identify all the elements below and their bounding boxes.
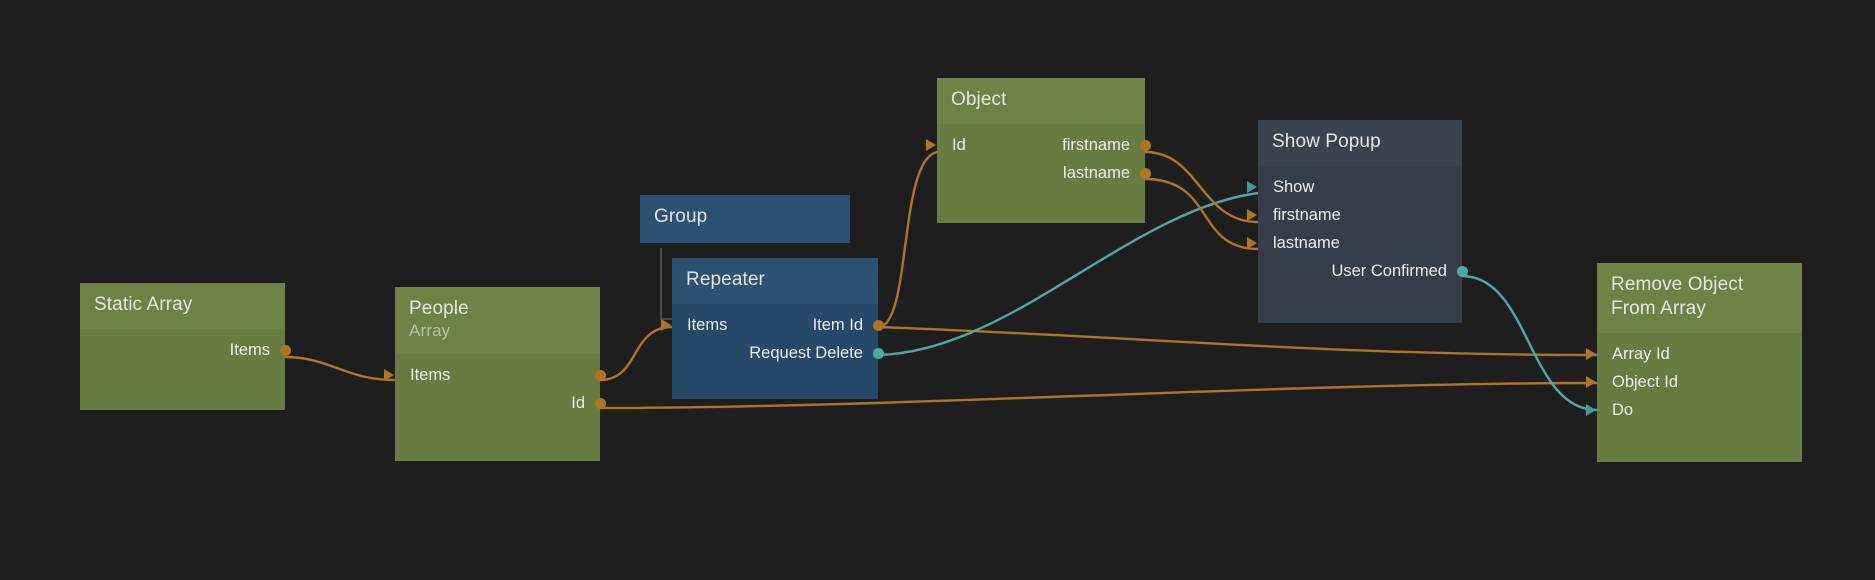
node-object[interactable]: Object Id firstname lastname: [926, 78, 1151, 223]
output-port-request-delete-dot[interactable]: [872, 347, 884, 359]
output-port-lastname-dot[interactable]: [1139, 167, 1151, 179]
port-row-static-array-items[interactable]: Items: [80, 336, 291, 364]
port-row-remove-object-id[interactable]: Object Id: [1586, 368, 1802, 396]
port-label-id: Id: [571, 393, 585, 412]
port-label-firstname: firstname: [1273, 205, 1341, 224]
port-label-items: Items: [410, 365, 451, 384]
node-people-title: People Array: [395, 287, 600, 354]
port-row-object-lastname[interactable]: lastname: [937, 159, 1151, 187]
port-row-people-id[interactable]: Id: [395, 389, 606, 417]
node-repeater-title: Repeater: [672, 258, 878, 304]
port-row-show-popup-lastname[interactable]: lastname: [1247, 229, 1462, 257]
node-remove-object-from-array-title: Remove Object From Array: [1597, 263, 1802, 333]
port-row-repeater-request-delete[interactable]: Request Delete: [672, 339, 884, 367]
wire-repeater-itemid-to-object-id: [876, 150, 939, 329]
node-remove-object-from-array-body: Array Id Object Id Do: [1586, 333, 1802, 462]
port-row-show-popup-user-confirmed[interactable]: User Confirmed: [1258, 257, 1468, 285]
node-static-array-title: Static Array: [80, 283, 285, 329]
node-group[interactable]: Group: [640, 195, 850, 243]
node-show-popup-body: Show firstname lastname User Confirmed: [1247, 166, 1468, 323]
group-tree-line-vertical: [660, 248, 662, 320]
node-people-body: Items Id: [384, 354, 606, 461]
wire-repeater-itemid-to-remove-array-id: [876, 325, 1599, 357]
node-show-popup[interactable]: Show Popup Show firstname lastname User …: [1247, 120, 1468, 323]
input-port-array-id-arrow[interactable]: [1586, 348, 1596, 360]
input-port-lastname-arrow[interactable]: [1247, 237, 1257, 249]
wire-people-items-to-repeater-items: [598, 325, 674, 382]
port-row-repeater-items[interactable]: Items Item Id: [661, 311, 884, 339]
wire-showpopup-userconfirmed-to-remove-do: [1460, 274, 1599, 412]
node-people[interactable]: People Array Items Id: [384, 287, 606, 461]
input-port-items-arrow[interactable]: [384, 369, 394, 381]
input-port-items-arrow[interactable]: [661, 319, 671, 331]
wire-static-array-items-to-people-items: [283, 355, 397, 382]
port-row-remove-do[interactable]: Do: [1586, 396, 1802, 424]
node-object-body: Id firstname lastname: [926, 124, 1151, 223]
port-label-item-id: Item Id: [812, 315, 863, 334]
input-port-id-arrow[interactable]: [926, 139, 936, 151]
node-group-title: Group: [640, 195, 850, 243]
port-label-firstname: firstname: [1062, 135, 1130, 154]
port-label-items: Items: [687, 315, 728, 334]
port-label-object-id: Object Id: [1612, 372, 1679, 391]
node-remove-object-from-array[interactable]: Remove Object From Array Array Id Object…: [1586, 263, 1802, 462]
node-repeater[interactable]: Repeater Items Item Id Request Delete: [661, 258, 884, 399]
port-label-items: Items: [229, 340, 270, 359]
node-people-title-text: People: [409, 298, 469, 319]
port-label-user-confirmed: User Confirmed: [1331, 261, 1447, 280]
port-label-show: Show: [1273, 177, 1315, 196]
wire-object-firstname-to-showpopup-firstname: [1143, 150, 1260, 224]
node-static-array[interactable]: Static Array Items: [80, 283, 291, 410]
port-label-array-id: Array Id: [1612, 344, 1670, 363]
wire-object-lastname-to-showpopup-lastname: [1143, 177, 1260, 251]
port-label-lastname: lastname: [1063, 163, 1130, 182]
input-port-object-id-arrow[interactable]: [1586, 376, 1596, 388]
port-label-id: Id: [952, 135, 966, 154]
output-port-id-dot[interactable]: [594, 397, 606, 409]
node-repeater-body: Items Item Id Request Delete: [661, 304, 884, 399]
node-object-title: Object: [937, 78, 1145, 124]
node-people-subtitle: Array: [409, 321, 451, 340]
output-port-user-confirmed-dot[interactable]: [1456, 265, 1468, 277]
input-port-show-arrow[interactable]: [1247, 181, 1257, 193]
node-show-popup-title: Show Popup: [1258, 120, 1462, 166]
port-row-people-items[interactable]: Items: [384, 361, 606, 389]
output-port-items-dot[interactable]: [279, 344, 291, 356]
port-label-lastname: lastname: [1273, 233, 1340, 252]
port-label-do: Do: [1612, 400, 1634, 419]
output-port-items-dot[interactable]: [594, 369, 606, 381]
port-row-show-popup-firstname[interactable]: firstname: [1247, 201, 1462, 229]
port-row-object-id[interactable]: Id firstname: [926, 131, 1151, 159]
input-port-firstname-arrow[interactable]: [1247, 209, 1257, 221]
output-port-item-id-dot[interactable]: [872, 319, 884, 331]
port-row-remove-array-id[interactable]: Array Id: [1586, 340, 1802, 368]
port-label-request-delete: Request Delete: [749, 343, 863, 362]
node-static-array-body: Items: [80, 329, 291, 410]
output-port-firstname-dot[interactable]: [1139, 139, 1151, 151]
port-row-show-popup-show[interactable]: Show: [1247, 173, 1462, 201]
input-port-do-arrow[interactable]: [1586, 404, 1596, 416]
